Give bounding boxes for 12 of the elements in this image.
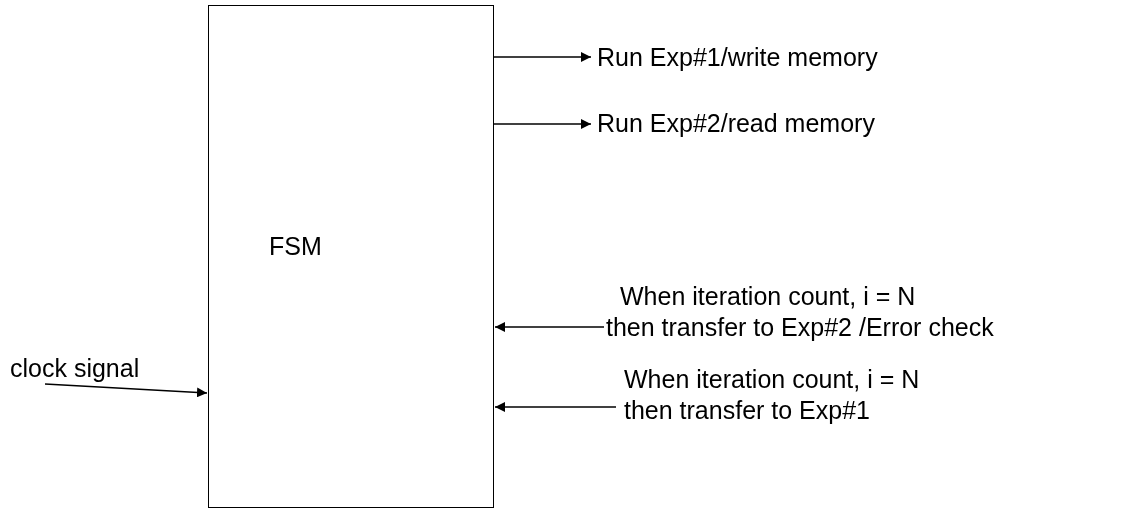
signal-label: Run Exp#1/write memory	[597, 42, 878, 73]
signal-label: Run Exp#2/read memory	[597, 108, 875, 139]
arrow	[493, 52, 592, 62]
arrow	[494, 322, 605, 332]
arrow	[44, 383, 208, 398]
block-label: FSM	[269, 231, 322, 262]
signal-label: clock signal	[10, 353, 140, 384]
fsm-box	[208, 5, 494, 508]
signal-label: When iteration count, i = N then transfer to Exp#1	[624, 364, 920, 426]
arrow	[494, 402, 617, 412]
arrow	[493, 119, 592, 129]
signal-label: When iteration count, i = N then transfer to Exp#2 /Error check	[606, 281, 994, 343]
